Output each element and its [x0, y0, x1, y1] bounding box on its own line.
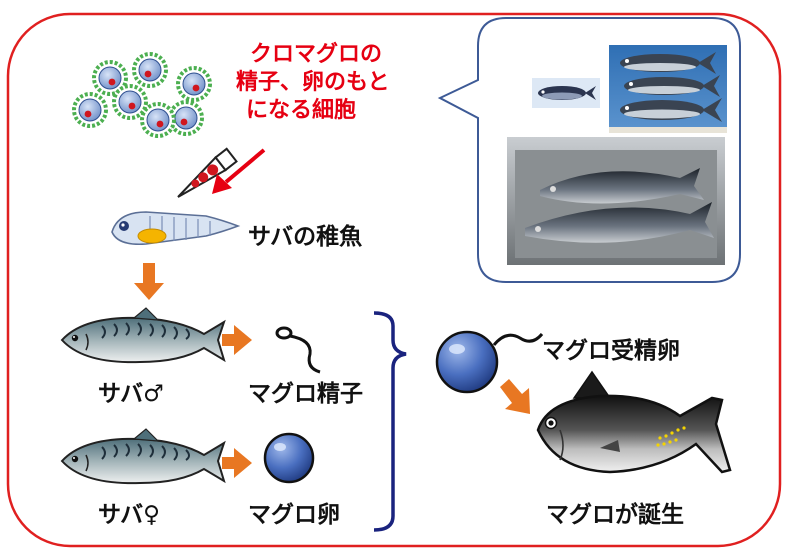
cells-caption-line3: になる細胞 — [246, 98, 357, 123]
germ-cell — [92, 60, 128, 96]
germ-cells-icon — [72, 52, 212, 138]
germ-cell — [72, 92, 108, 128]
germ-cell — [112, 84, 148, 120]
male-mackerel-icon — [60, 307, 226, 364]
tuna-sperm-label: マグロ精子 — [248, 381, 363, 407]
female-mackerel-icon — [60, 428, 226, 485]
germ-cell — [176, 66, 212, 102]
small-tuna-photo — [532, 78, 600, 108]
orange-arrow-right-female — [222, 448, 252, 478]
bluefin-tuna-icon — [536, 370, 732, 474]
orange-arrow-right-male — [222, 325, 252, 355]
egg-icon — [263, 432, 315, 484]
cells-caption-line2: 精子、卵のもと — [236, 70, 390, 95]
fertilized-egg-label: マグロ受精卵 — [542, 338, 680, 364]
germ-cell — [132, 52, 168, 88]
tuna-egg-label: マグロ卵 — [248, 502, 340, 528]
larva-label: サバの稚魚 — [248, 224, 363, 250]
female-mackerel-label: サバ♀ — [98, 502, 160, 528]
sperm-icon — [275, 326, 321, 374]
fertilized-egg-icon — [435, 330, 544, 394]
orange-arrow-diagonal — [500, 379, 530, 414]
germ-cell — [168, 100, 204, 136]
germ-cell — [140, 102, 176, 138]
juvenile-tuna-photo — [609, 45, 727, 133]
orange-arrow-down — [134, 263, 164, 300]
merge-bracket — [373, 311, 407, 532]
pipette-icon — [177, 147, 238, 198]
cells-caption-line1: クロマグロの — [250, 42, 383, 67]
adult-tuna-cooler-photo — [507, 137, 725, 265]
male-mackerel-label: サバ♂ — [98, 381, 164, 407]
outer-frame — [6, 12, 782, 548]
mackerel-larva-icon — [111, 211, 241, 246]
injection-arrow — [212, 148, 266, 194]
tuna-born-label: マグロが誕生 — [546, 502, 684, 528]
